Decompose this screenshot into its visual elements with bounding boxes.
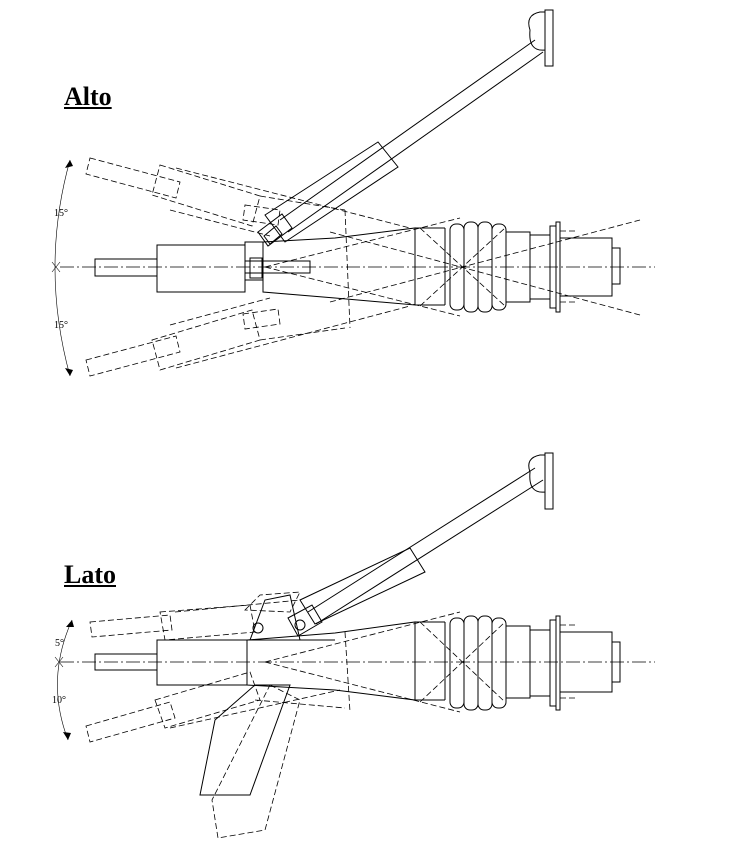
top-angle-dimension: 15° 15° <box>51 159 73 377</box>
side-view: 5° 10° <box>52 452 655 839</box>
side-angle-dimension: 5° 10° <box>52 619 74 741</box>
top-support-arm <box>257 9 554 247</box>
top-angle-up-label: 15° <box>54 208 68 219</box>
top-rotated-up-position <box>85 157 411 329</box>
side-bellows <box>449 615 507 711</box>
top-rotated-down-position <box>85 297 411 377</box>
side-support-arm <box>252 452 554 637</box>
side-rotated-up-position <box>89 591 301 641</box>
side-angle-up-label: 5° <box>55 638 64 649</box>
top-gun-body <box>94 221 621 313</box>
side-construction-lines <box>264 611 506 713</box>
top-view: 15° 15° <box>51 9 655 377</box>
top-angle-down-label: 15° <box>54 320 68 331</box>
side-view-title: Lato <box>64 560 116 589</box>
top-view-title: Alto <box>64 82 112 111</box>
side-gun-body <box>94 594 621 839</box>
side-rotated-down-position <box>85 631 351 743</box>
top-construction-lines <box>264 217 641 317</box>
side-angle-down-label: 10° <box>52 695 66 706</box>
